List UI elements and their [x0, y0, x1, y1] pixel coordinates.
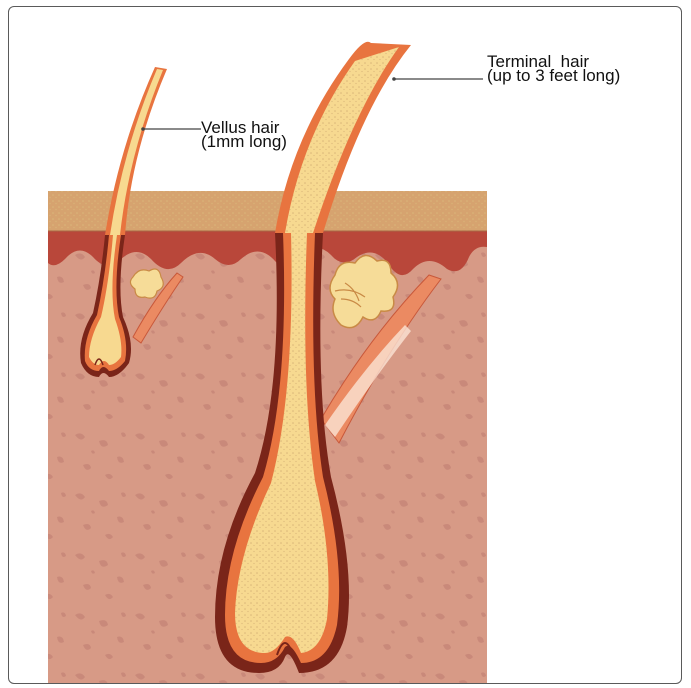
terminal-hair-length: (up to 3 feet long) [487, 69, 620, 83]
vellus-hair-label: Vellus hair (1mm long) [201, 121, 287, 149]
hair-follicle-diagram [9, 7, 681, 683]
terminal-hair-label: Terminal hair (up to 3 feet long) [487, 55, 620, 83]
figure-frame: Terminal hair (up to 3 feet long) Vellus… [8, 6, 682, 684]
vellus-hair-length: (1mm long) [201, 135, 287, 149]
